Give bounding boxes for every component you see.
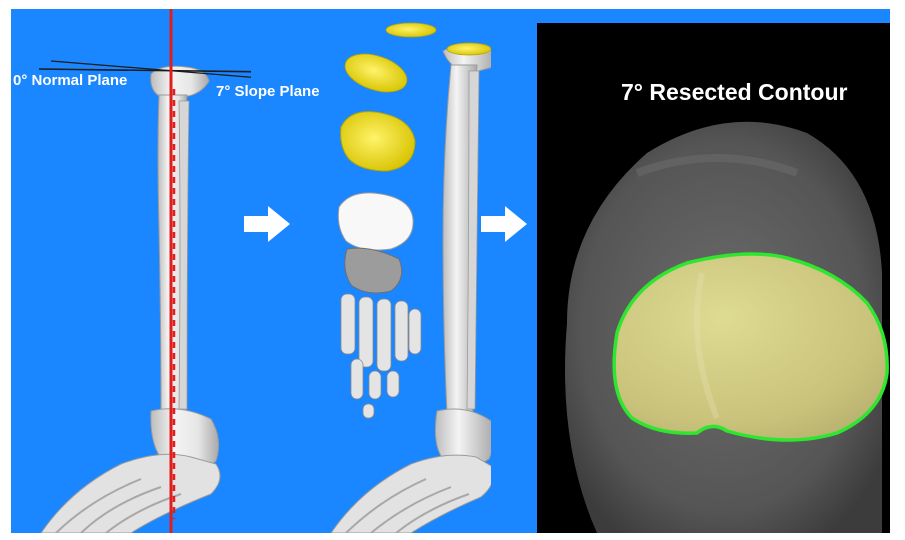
right-arrow-icon bbox=[244, 204, 292, 244]
ct-slice-panel: 7° Resected Contour bbox=[537, 23, 890, 533]
normal-plane-label: 0° Normal Plane bbox=[13, 72, 127, 89]
right-arrow-icon bbox=[481, 204, 529, 244]
resection-exploded-panel bbox=[311, 9, 491, 533]
tibia-planes-panel: 0° Normal Plane 7° Slope Plane bbox=[11, 9, 251, 533]
slope-plane-label: 7° Slope Plane bbox=[216, 83, 320, 100]
resection-exploded-illustration bbox=[311, 9, 491, 533]
figure-frame: 0° Normal Plane 7° Slope Plane bbox=[11, 9, 890, 533]
ct-panel-title: 7° Resected Contour bbox=[621, 79, 847, 106]
